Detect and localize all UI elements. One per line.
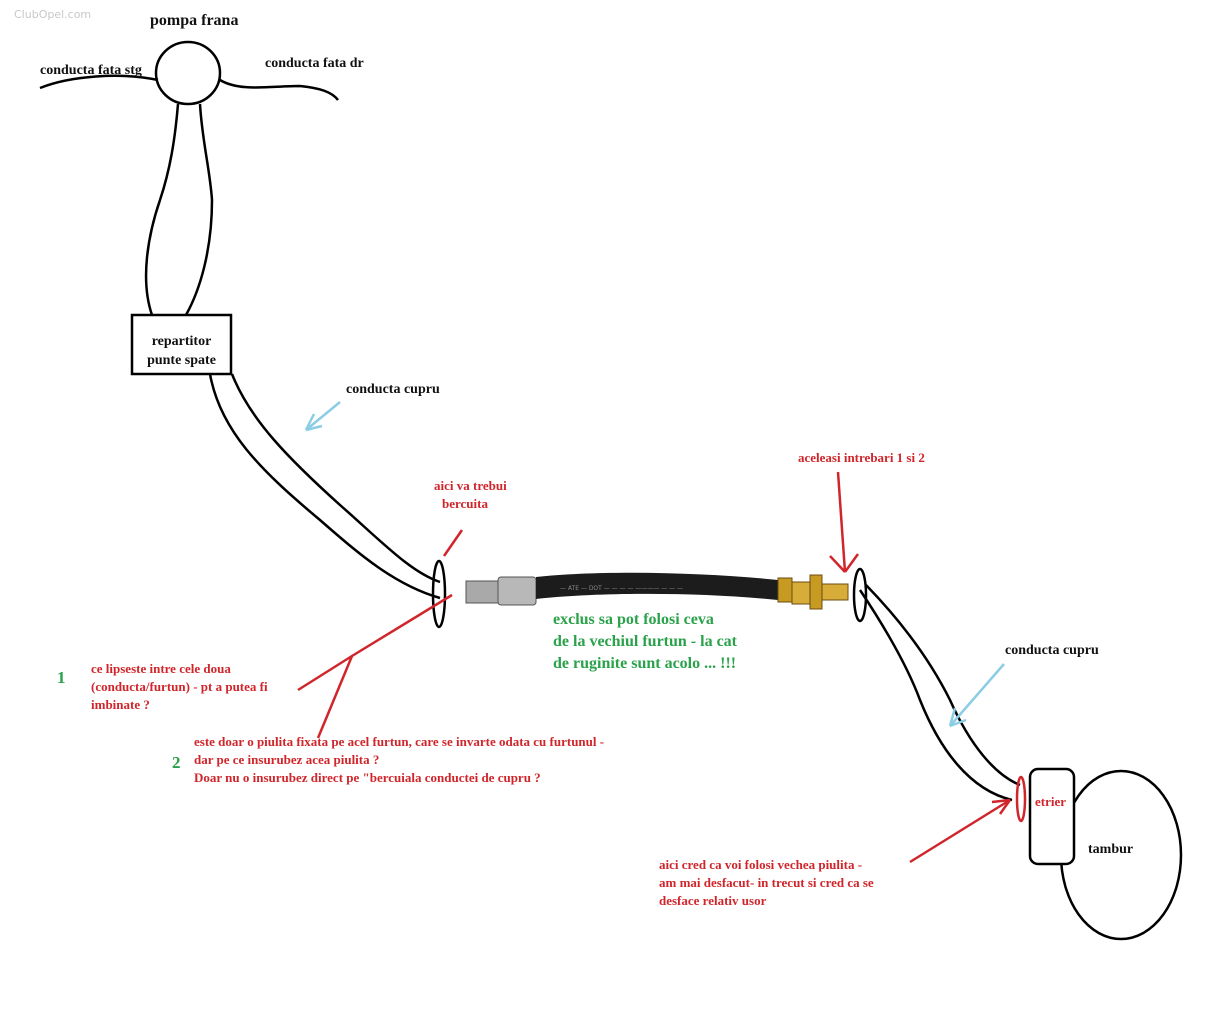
note-question-2: este doar o piulita fixata pe acel furtu… xyxy=(194,733,604,787)
red-arrow-aceleasi xyxy=(829,471,860,573)
label-repartitor-line1: repartitor xyxy=(151,334,212,349)
copper-line-1-outer xyxy=(208,373,441,600)
left-fitting-ellipse xyxy=(431,559,447,629)
note-vechea-piulita: aici cred ca voi folosi vechea piulita -… xyxy=(659,856,874,910)
number-1: 1 xyxy=(57,668,66,687)
note-question-2-line3: Doar nu o insurubez direct pe "bercuiala… xyxy=(194,770,541,785)
note-question-1-line2: (conducta/furtun) - pt a putea fi xyxy=(91,679,268,694)
copper-line-1-inner xyxy=(230,373,441,584)
copper-line-2-inner xyxy=(865,584,1021,787)
label-conducta-cupru-1: conducta cupru xyxy=(346,382,440,397)
note-question-1: ce lipseste intre cele doua (conducta/fu… xyxy=(91,660,268,714)
front-right-line xyxy=(219,78,339,101)
brake-hose: — ATE — DOT — — — — ———— — — — xyxy=(465,572,849,610)
red-pointer-q1 xyxy=(297,593,453,692)
note-question-2-line1: este doar o piulita fixata pe acel furtu… xyxy=(194,734,605,749)
master-to-repartitor-line-a xyxy=(144,103,180,316)
note-exclus: exclus sa pot folosi ceva de la vechiul … xyxy=(553,609,737,675)
right-fitting-ellipse xyxy=(852,567,868,623)
master-to-repartitor-line-b xyxy=(184,103,214,316)
note-exclus-line2: de la vechiul furtun - la cat xyxy=(553,633,737,650)
label-repartitor: repartitor punte spate xyxy=(133,332,230,370)
note-question-1-line3: imbinate ? xyxy=(91,697,150,712)
label-repartitor-line2: punte spate xyxy=(147,353,216,368)
label-tambur: tambur xyxy=(1088,842,1134,857)
caliper-box xyxy=(1028,767,1076,866)
note-exclus-line1: exclus sa pot folosi ceva xyxy=(553,611,714,628)
note-question-2-line2: dar pe ce insurubez acea piulita ? xyxy=(194,752,380,767)
number-2: 2 xyxy=(172,753,181,772)
repartitor-box xyxy=(130,313,233,376)
red-pointer-q2 xyxy=(316,655,354,739)
master-cylinder-shape xyxy=(154,40,222,106)
red-arrow-veche xyxy=(909,798,1012,864)
note-question-1-line1: ce lipseste intre cele doua xyxy=(91,661,231,676)
note-bercuita-line1: aici va trebui xyxy=(434,478,507,493)
svg-text:— ATE — DOT — — — — ————: — ATE — DOT — — — — ———— — — — xyxy=(560,585,683,592)
note-vechea-line3: desface relativ usor xyxy=(659,893,767,908)
front-left-line xyxy=(39,74,159,90)
watermark: ClubOpel.com xyxy=(14,8,92,21)
label-pompa-frana: pompa frana xyxy=(150,12,239,29)
label-conducta-fata-stg: conducta fata stg xyxy=(40,63,142,78)
note-exclus-line3: de ruginite sunt acolo ... !!! xyxy=(553,655,737,672)
note-aceleasi: aceleasi intrebari 1 si 2 xyxy=(798,450,925,465)
label-conducta-cupru-2: conducta cupru xyxy=(1005,643,1099,658)
blue-arrow-2 xyxy=(948,663,1005,728)
label-conducta-fata-dr: conducta fata dr xyxy=(265,56,364,71)
blue-arrow-1 xyxy=(304,401,341,432)
note-vechea-line2: am mai desfacut- in trecut si cred ca se xyxy=(659,875,874,890)
note-bercuita-line2: bercuita xyxy=(442,496,488,511)
caliper-fitting-ellipse xyxy=(1015,775,1027,823)
note-vechea-line1: aici cred ca voi folosi vechea piulita - xyxy=(659,857,863,872)
copper-line-2-outer xyxy=(858,589,1013,802)
red-pointer-bercuita xyxy=(442,529,464,557)
note-bercuita: aici va trebui bercuita xyxy=(434,477,507,513)
label-etrier: etrier xyxy=(1035,794,1067,809)
